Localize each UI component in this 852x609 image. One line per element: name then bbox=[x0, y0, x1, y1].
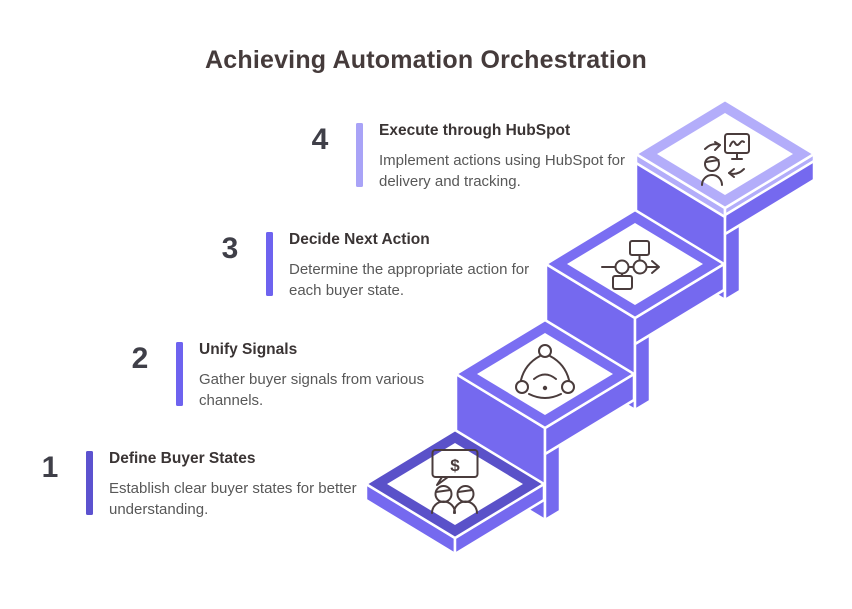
step-number: 4 bbox=[311, 123, 329, 156]
step-text-block: Unify Signals Gather buyer signals from … bbox=[199, 339, 449, 411]
step-title: Execute through HubSpot bbox=[379, 122, 571, 139]
step-accent-bar bbox=[266, 232, 273, 296]
step-row-4: 4 Execute through HubSpot Implement acti… bbox=[298, 120, 629, 192]
signal-network-icon bbox=[515, 344, 575, 399]
step-4-riser-right-face bbox=[723, 223, 742, 302]
step-text-block: Decide Next Action Determine the appropr… bbox=[289, 229, 539, 301]
step-number: 2 bbox=[131, 342, 149, 375]
step-number: 3 bbox=[221, 232, 239, 265]
step-2-riser-right-face bbox=[543, 443, 562, 522]
step-accent-bar bbox=[176, 342, 183, 406]
step-number: 1 bbox=[41, 451, 59, 484]
step-title: Unify Signals bbox=[199, 341, 298, 358]
page-title: Achieving Automation Orchestration bbox=[204, 46, 648, 74]
svg-text:$: $ bbox=[450, 456, 460, 475]
step-row-1: 1 Define Buyer States Establish clear bu… bbox=[28, 448, 359, 520]
step-accent-bar bbox=[356, 123, 363, 187]
flowchart-decision-icon bbox=[601, 240, 660, 290]
step-accent-bar bbox=[86, 451, 93, 515]
step-text-block: Execute through HubSpot Implement action… bbox=[379, 120, 629, 192]
person-sync-dashboard-icon bbox=[701, 133, 750, 186]
step-description: Determine the appropriate action for eac… bbox=[289, 261, 530, 299]
step-description: Gather buyer signals from various channe… bbox=[199, 371, 425, 409]
step-title: Define Buyer States bbox=[109, 450, 256, 467]
step-description: Establish clear buyer states for better … bbox=[109, 480, 357, 518]
step-3-riser-right-face bbox=[633, 333, 652, 412]
step-text-block: Define Buyer States Establish clear buye… bbox=[109, 448, 359, 520]
step-4-platform bbox=[634, 98, 816, 302]
step-row-2: 2 Unify Signals Gather buyer signals fro… bbox=[118, 339, 449, 411]
step-1-platform-top-face bbox=[387, 443, 523, 525]
step-description: Implement actions using HubSpot for deli… bbox=[379, 152, 625, 190]
step-title: Decide Next Action bbox=[289, 231, 430, 248]
step-2-platform bbox=[454, 318, 636, 522]
step-row-3: 3 Decide Next Action Determine the appro… bbox=[208, 229, 539, 301]
step-1-platform bbox=[364, 428, 546, 556]
people-payment-chat-icon: $ bbox=[431, 449, 479, 514]
step-4-platform-top-face bbox=[657, 113, 793, 195]
